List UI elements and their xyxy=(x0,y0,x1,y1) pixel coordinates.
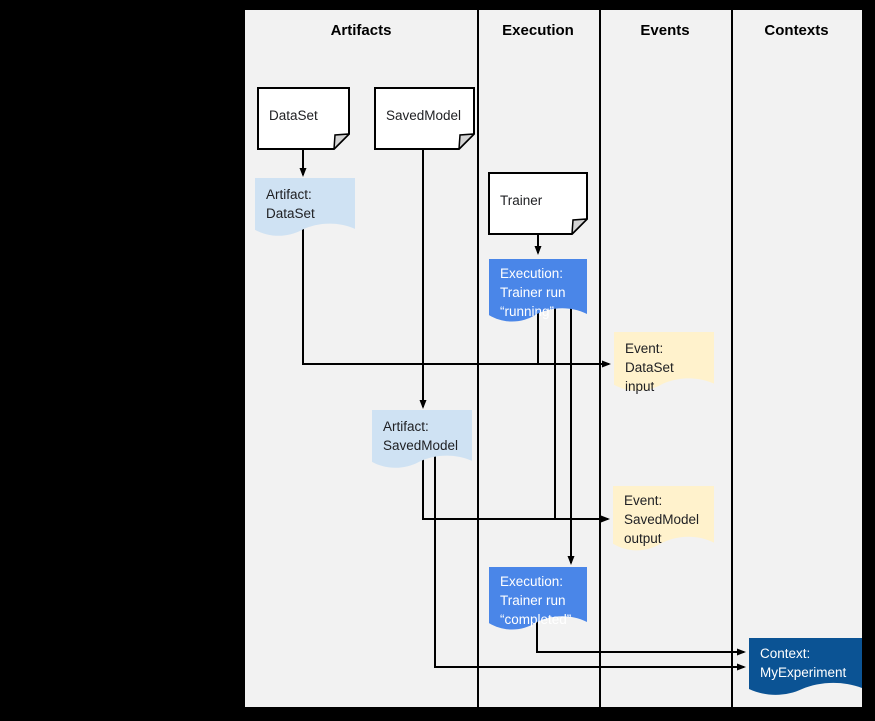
node-artifact-dataset-label: Artifact: DataSet xyxy=(266,187,315,221)
flag-shape-icon xyxy=(489,567,587,630)
column-header-artifacts: Artifacts xyxy=(330,22,392,39)
node-event-savedmodel-output: Event: SavedModel output xyxy=(613,486,714,554)
node-trainer: Trainer xyxy=(488,172,588,235)
edge-artifact-savedmodel-to-context xyxy=(434,450,746,671)
column-header-contexts: Contexts xyxy=(764,22,829,39)
node-event-dataset-input: Event: DataSet input xyxy=(614,332,714,394)
document-shape-icon xyxy=(374,87,475,150)
flag-shape-icon xyxy=(489,259,587,322)
flag-shape-icon xyxy=(614,332,714,391)
node-execution-running: Execution: Trainer run “running” xyxy=(489,259,587,325)
flag-shape-icon xyxy=(749,638,862,695)
connector-lines xyxy=(299,150,746,671)
column-divider-2 xyxy=(599,10,601,707)
node-event-dataset-input-label: Event: DataSet input xyxy=(625,341,674,394)
node-artifact-dataset: Artifact: DataSet xyxy=(255,178,355,239)
edge-artifact-savedmodel-to-event xyxy=(422,450,610,523)
node-event-savedmodel-output-label: Event: SavedModel output xyxy=(624,493,700,546)
edge-artifact-dataset-to-event xyxy=(302,210,611,368)
node-trainer-label: Trainer xyxy=(500,193,543,208)
node-execution-running-label: Execution: Trainer run “running” xyxy=(500,266,566,319)
node-execution-completed: Execution: Trainer run “completed” xyxy=(489,567,587,633)
flag-shape-icon xyxy=(613,486,714,551)
node-artifact-savedmodel: Artifact: SavedModel xyxy=(372,410,472,471)
document-shape-icon xyxy=(488,172,588,235)
node-savedmodel: SavedModel xyxy=(374,87,475,150)
node-dataset: DataSet xyxy=(257,87,350,150)
flag-shape-icon xyxy=(255,178,355,236)
column-header-execution: Execution xyxy=(502,22,574,39)
node-savedmodel-label: SavedModel xyxy=(386,108,462,123)
column-divider-3 xyxy=(731,10,733,707)
document-shape-icon xyxy=(257,87,350,150)
node-context-myexperiment-label: Context: MyExperiment xyxy=(760,646,847,680)
node-artifact-savedmodel-label: Artifact: SavedModel xyxy=(383,419,459,453)
node-context-myexperiment: Context: MyExperiment xyxy=(749,638,862,698)
column-header-events: Events xyxy=(640,22,690,39)
diagram-canvas: Artifacts Execution Events Contexts xyxy=(243,8,864,709)
node-dataset-label: DataSet xyxy=(269,108,318,123)
flag-shape-icon xyxy=(372,410,472,468)
column-divider-1 xyxy=(477,10,479,707)
node-execution-completed-label: Execution: Trainer run “completed” xyxy=(500,574,572,627)
